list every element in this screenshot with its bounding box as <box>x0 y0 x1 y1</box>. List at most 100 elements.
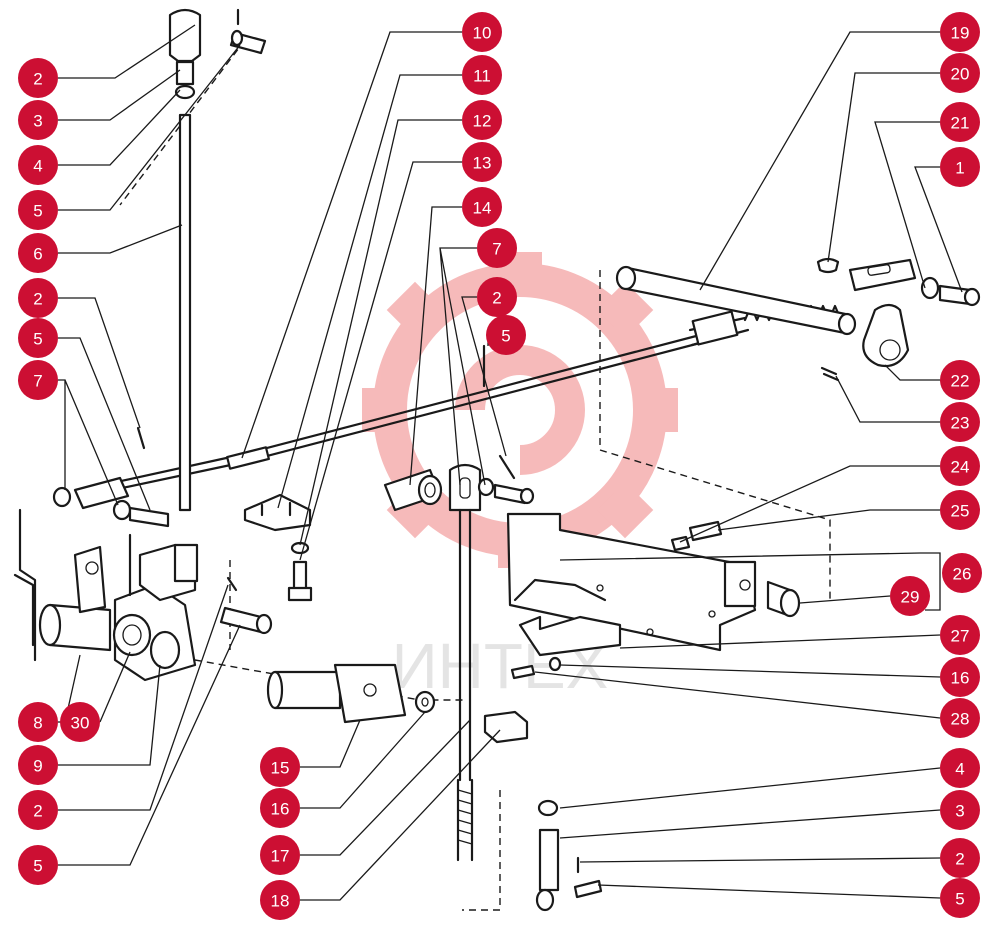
callout-number: 19 <box>951 24 970 43</box>
clamp-bolt <box>287 541 313 602</box>
callout-c1: 1 <box>940 147 980 187</box>
leader-lines <box>58 24 963 901</box>
callout-badge-circle <box>462 12 502 52</box>
callout-c2-a: 2 <box>18 58 58 98</box>
callout-badge-circle <box>940 102 980 142</box>
callout-badge-circle <box>477 277 517 317</box>
callout-c6: 6 <box>18 233 58 273</box>
callout-badge-circle <box>940 12 980 52</box>
callout-badge-circle <box>18 360 58 400</box>
callout-number: 27 <box>951 627 970 646</box>
callout-badge-circle <box>940 838 980 878</box>
callout-number: 14 <box>473 199 492 218</box>
callout-c3-a: 3 <box>18 100 58 140</box>
callout-number: 28 <box>951 710 970 729</box>
callout-c3-b: 3 <box>940 790 980 830</box>
callout-c2-b: 2 <box>18 278 58 318</box>
callout-c5-e: 5 <box>940 878 980 918</box>
callout-number: 23 <box>951 414 970 433</box>
callout-c24: 24 <box>940 446 980 486</box>
callout-c17: 17 <box>260 835 300 875</box>
callout-badge-circle <box>462 100 502 140</box>
callout-badge-circle <box>260 747 300 787</box>
callout-badge-circle <box>260 835 300 875</box>
top-clevis-pin <box>229 8 267 55</box>
callout-number: 25 <box>951 502 970 521</box>
clamp-screw <box>510 656 562 680</box>
callout-badge-circle <box>462 187 502 227</box>
callout-c22: 22 <box>940 360 980 400</box>
callout-number: 2 <box>33 290 42 309</box>
callout-badge-circle <box>18 190 58 230</box>
callout-badge-circle <box>60 702 100 742</box>
callout-c5-c: 5 <box>18 845 58 885</box>
callout-c20: 20 <box>940 53 980 93</box>
left-frame-edge <box>13 573 35 647</box>
callout-badge-circle <box>18 745 58 785</box>
callout-number: 1 <box>955 159 964 178</box>
callout-badge-circle <box>260 788 300 828</box>
arm-washer <box>414 690 436 714</box>
callout-badge-circle <box>940 657 980 697</box>
spring-clevis <box>848 258 917 292</box>
callout-number: 17 <box>271 847 290 866</box>
lower-left-pin <box>219 606 273 635</box>
callout-number: 5 <box>33 202 42 221</box>
callout-badge-circle <box>940 53 980 93</box>
spring-pin <box>820 366 840 382</box>
callout-badge-circle <box>18 845 58 885</box>
callout-badge-circle <box>486 315 526 355</box>
callout-badge-circle <box>940 402 980 442</box>
cable-clamp-block <box>243 493 312 532</box>
callout-c12: 12 <box>462 100 502 140</box>
callout-number: 2 <box>33 70 42 89</box>
callout-number: 9 <box>33 757 42 776</box>
callout-c19: 19 <box>940 12 980 52</box>
cable-clamp <box>518 615 622 657</box>
callout-c9: 9 <box>18 745 58 785</box>
callout-c4-a: 4 <box>18 145 58 185</box>
callout-badge-circle <box>477 228 517 268</box>
left-cable-clevis <box>52 426 170 528</box>
long-control-cable <box>78 310 750 499</box>
callout-badge-circle <box>18 278 58 318</box>
callout-c11: 11 <box>462 55 502 95</box>
callout-number: 6 <box>33 245 42 264</box>
callout-c2-e: 2 <box>940 838 980 878</box>
callout-c14: 14 <box>462 187 502 227</box>
callout-number: 21 <box>951 114 970 133</box>
callout-badge-circle <box>18 145 58 185</box>
callout-c5-b: 5 <box>18 318 58 358</box>
callout-number: 11 <box>473 67 491 86</box>
arm-bolt <box>483 710 529 744</box>
callout-number: 4 <box>33 157 42 176</box>
callout-badge-circle <box>18 790 58 830</box>
callout-c30: 30 <box>60 702 100 742</box>
callout-badge-circle <box>890 576 930 616</box>
callout-number: 22 <box>951 372 970 391</box>
callout-number: 24 <box>951 458 970 477</box>
left-pivot-assembly <box>18 508 238 682</box>
callout-number: 30 <box>71 714 90 733</box>
callout-badge-circle <box>462 55 502 95</box>
callout-badge-circle <box>942 553 982 593</box>
callout-c8: 8 <box>18 702 58 742</box>
callout-c26: 26 <box>942 553 982 593</box>
callout-number: 10 <box>473 24 492 43</box>
callout-number: 7 <box>492 240 501 259</box>
callout-c2-c: 2 <box>18 790 58 830</box>
bracket-bushing <box>766 580 801 618</box>
callout-number: 8 <box>33 714 42 733</box>
callout-number: 16 <box>951 669 970 688</box>
callout-badge-circle <box>462 142 502 182</box>
callout-badge-circle <box>18 702 58 742</box>
callout-number: 29 <box>901 588 920 607</box>
callout-badge-circle <box>940 446 980 486</box>
upper-rod <box>168 8 202 512</box>
callout-number: 15 <box>271 759 290 778</box>
callout-c23: 23 <box>940 402 980 442</box>
callout-badge-circle <box>940 698 980 738</box>
